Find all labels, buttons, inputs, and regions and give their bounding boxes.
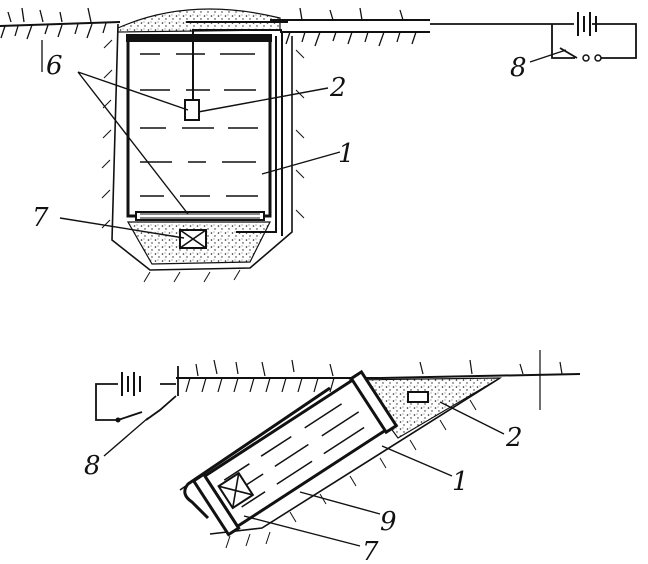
- leader-lines-top: [59, 71, 341, 239]
- switch-icon[interactable]: [559, 47, 602, 62]
- inclined-tank-figure: [95, 350, 581, 549]
- label-charge-bottom: 7: [362, 537, 379, 564]
- charge-icon-bottom: [217, 471, 255, 510]
- circuit-bottom: [95, 366, 179, 457]
- battery-icon: [577, 12, 597, 36]
- vertical-tank-figure: [0, 7, 637, 283]
- sensor-pipe: [186, 21, 288, 100]
- soil-hatching-bottom: [185, 350, 563, 410]
- label-tank-top: 1: [338, 139, 355, 169]
- ground-surface-bottom: [176, 373, 581, 379]
- tank-bottom-grate: [135, 211, 265, 221]
- pit-wall-hatch: [101, 39, 305, 283]
- sand-cover-top: [117, 8, 281, 33]
- sensor-icon-bottom: [407, 391, 429, 403]
- label-sensor-top: 2: [329, 73, 347, 103]
- battery-icon-bottom: [121, 372, 141, 396]
- soil-hatching-top: [0, 7, 417, 72]
- label-switch-top: 8: [510, 53, 527, 83]
- switch-icon-bottom[interactable]: [115, 411, 143, 423]
- pit-hatch-bottom: [225, 399, 477, 549]
- label-switch-bottom: 8: [84, 451, 101, 481]
- tank-body: [126, 34, 272, 218]
- circuit-top: [430, 12, 637, 63]
- label-charge-top: 7: [32, 203, 49, 233]
- sensor-icon: [184, 99, 200, 121]
- charge-icon: [179, 229, 207, 249]
- tank-top-rim: [126, 34, 272, 42]
- label-sensor-bottom: 2: [505, 423, 523, 453]
- casing-outline: [183, 386, 331, 520]
- labels: 6 2 1 7 8 8 2 1 9 7: [32, 51, 527, 564]
- electrode-wire: [236, 32, 283, 236]
- label-electrodes: 6: [46, 51, 63, 81]
- inclined-tank-body: [191, 369, 399, 537]
- pit-walls: [111, 23, 293, 271]
- leader-lines-bottom: [243, 401, 505, 547]
- label-casing-bottom: 9: [380, 507, 397, 537]
- liquid-lines-top: [140, 53, 258, 197]
- label-tank-bottom: 1: [452, 467, 469, 497]
